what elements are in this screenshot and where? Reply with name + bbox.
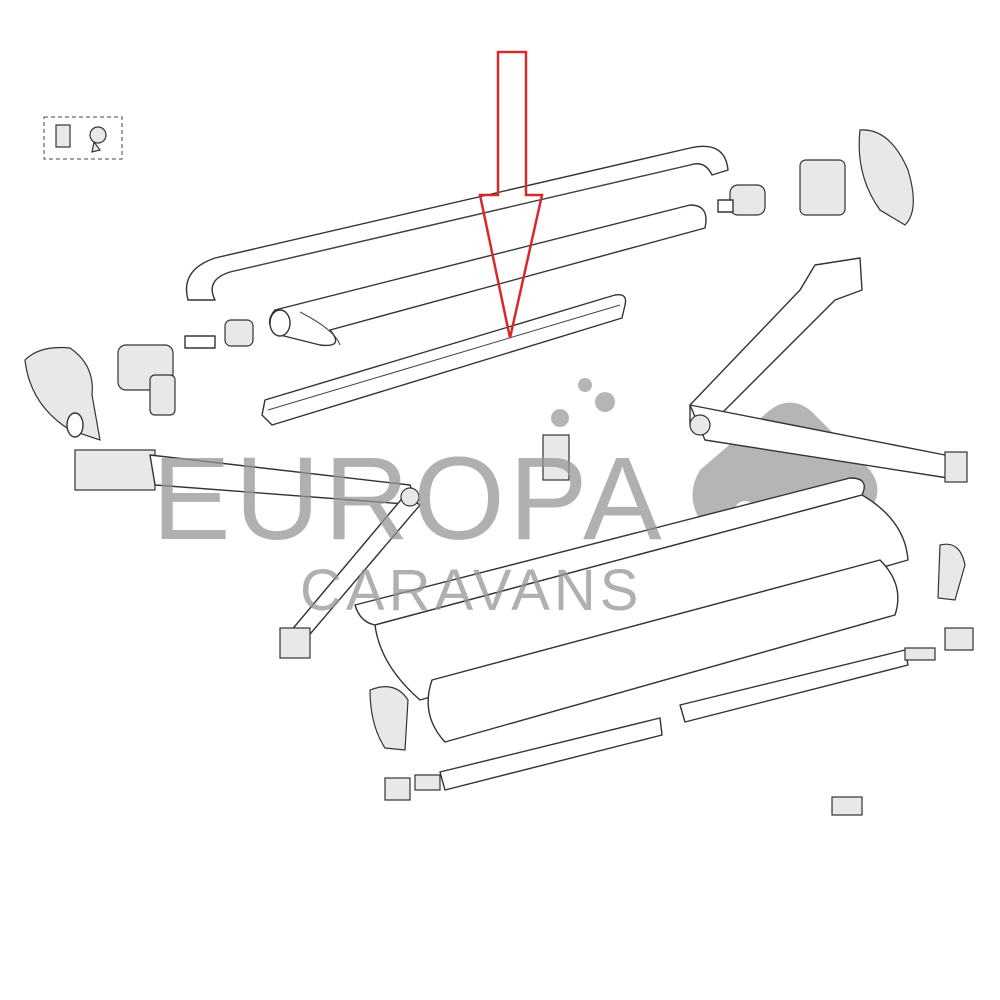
left-arm	[74, 449, 421, 659]
top-cover-profile	[185, 145, 729, 301]
mounting-bracket	[944, 627, 974, 651]
gear-mechanism-right	[717, 159, 846, 216]
end-cap-lower-right	[937, 543, 966, 601]
screw-set	[43, 116, 123, 160]
mounting-bracket	[384, 777, 411, 801]
right-end-cap	[858, 129, 914, 226]
telescopic-rail	[414, 647, 936, 791]
mounting-bracket	[831, 796, 863, 816]
right-arm	[689, 257, 968, 483]
roller-tube	[268, 204, 707, 347]
lower-profile	[427, 559, 899, 743]
highlight-arrow-icon	[478, 50, 544, 339]
gear-mechanism-left	[117, 319, 254, 416]
lead-rail-profile	[261, 294, 627, 426]
end-cap-lower-left	[369, 686, 409, 751]
front-profile	[354, 477, 909, 701]
watermark-line1: EUROPA	[152, 433, 666, 565]
bracket-clip	[542, 434, 570, 481]
left-end-cap	[24, 346, 101, 441]
watermark-line2: CARAVANS	[300, 558, 643, 623]
